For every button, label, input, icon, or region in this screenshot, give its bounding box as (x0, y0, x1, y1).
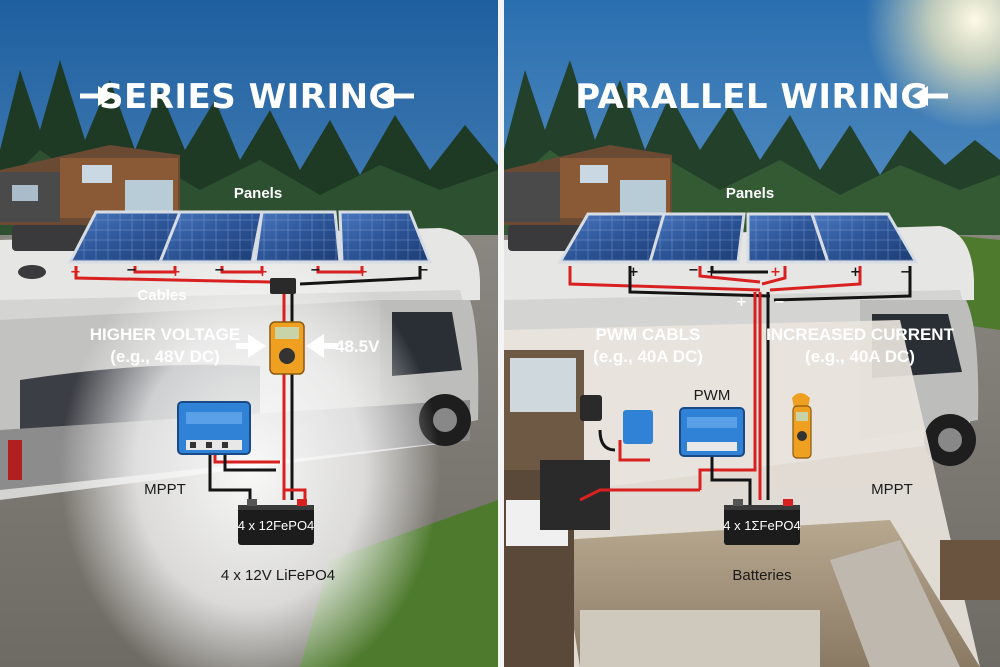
series-battery-caption: 4 x 12V LiFePO4 (221, 567, 335, 584)
rv-interior-cutaway (504, 320, 1000, 667)
parallel-side-label: MPPT (871, 481, 913, 498)
svg-text:+: + (736, 295, 747, 310)
series-panel: + − + − + − + − (0, 0, 498, 667)
series-battery-box-label: 4 x 12FePO4 (238, 518, 315, 533)
parallel-panel: + − + + + − + − (504, 0, 1000, 667)
series-meter-reading: 48.5V (335, 337, 380, 356)
parallel-cables-example: (e.g., 40A DC) (593, 347, 703, 366)
parallel-battery-caption: Batteries (732, 567, 791, 584)
clamp-meter-icon (792, 393, 812, 459)
arrow-left-icon (378, 86, 414, 106)
charge-controller-icon (177, 401, 251, 455)
solar-panel-icon (648, 212, 746, 264)
left-house (0, 145, 180, 225)
arrow-left-icon (306, 334, 338, 358)
series-controller-label: MPPT (144, 481, 186, 498)
svg-text:+: + (257, 265, 268, 280)
svg-text:+: + (357, 265, 368, 280)
svg-text:−: − (214, 263, 225, 278)
svg-text:−: − (900, 265, 911, 280)
svg-text:+: + (706, 265, 717, 280)
svg-text:+: + (850, 265, 861, 280)
solar-panel-icon (253, 210, 342, 264)
series-panels-label: Panels (234, 185, 282, 202)
series-cables-label: Cables (137, 287, 186, 304)
right-polarity-marks: + − + + + − + − (628, 263, 911, 310)
parallel-controller-label: PWM (694, 387, 731, 404)
left-solar-array (67, 210, 433, 264)
svg-text:−: − (418, 263, 429, 278)
parallel-panels-label: Panels (726, 185, 774, 202)
left-glow (60, 240, 440, 667)
solar-panel-icon (157, 210, 264, 264)
series-voltage-heading: HIGHER VOLTAGE (90, 325, 241, 344)
right-parallel-wires (568, 266, 912, 505)
solar-panel-icon (338, 210, 433, 264)
right-house (504, 145, 672, 225)
solar-panel-icon (557, 212, 679, 264)
right-display-unit (580, 395, 602, 421)
right-small-controller (623, 410, 653, 444)
left-polarity-marks: + − + − + − + − (70, 263, 429, 280)
svg-text:+: + (70, 265, 81, 280)
panel-divider (498, 0, 504, 667)
parallel-current-heading: INCREASED CURRENT (766, 325, 955, 344)
parallel-battery-box-label: 4 x 1ΣFePO4 (723, 518, 800, 533)
battery-icon (238, 499, 314, 545)
multimeter-icon (269, 321, 305, 375)
sun (865, 0, 1000, 130)
parallel-current-example: (e.g., 40A DC) (805, 347, 915, 366)
left-roof-vent (12, 225, 87, 251)
svg-text:+: + (170, 265, 181, 280)
svg-text:−: − (774, 295, 785, 310)
right-solar-array (557, 212, 919, 264)
svg-text:−: − (310, 263, 321, 278)
left-combiner-box (270, 278, 296, 294)
svg-text:+: + (628, 265, 639, 280)
arrow-left-icon (912, 86, 948, 106)
solar-panel-icon (809, 212, 919, 264)
svg-text:+: + (770, 265, 781, 280)
charge-controller-icon (679, 407, 745, 457)
svg-text:−: − (688, 263, 699, 278)
arrow-right-icon (236, 334, 266, 358)
svg-text:−: − (126, 263, 137, 278)
right-roof-vent (508, 225, 583, 251)
parallel-title: PARALLEL WIRING (575, 77, 929, 117)
parallel-cables-heading: PWM CABLS (596, 325, 701, 344)
arrow-right-icon (80, 86, 114, 106)
battery-icon (724, 499, 800, 545)
series-voltage-example: (e.g., 48V DC) (110, 347, 220, 366)
series-title: SERIES WIRING (99, 77, 397, 117)
